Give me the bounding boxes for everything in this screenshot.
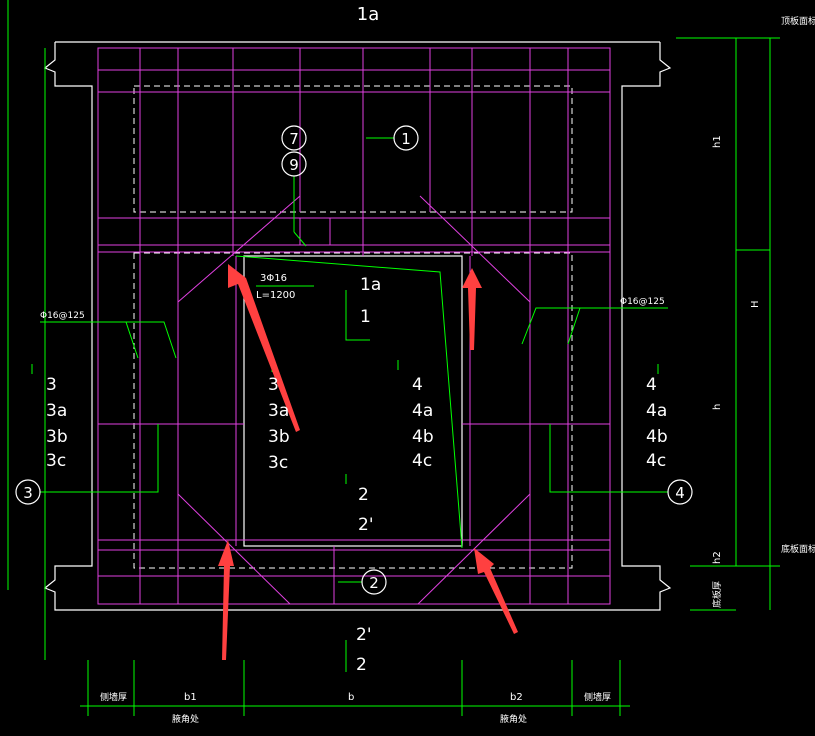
right-4: 4 (646, 375, 657, 395)
dim-wall-left: 侧墙厚 (100, 691, 127, 703)
dim-bottom-thick: 底板厚 (711, 581, 723, 608)
rebar-grid (97, 47, 611, 605)
center-1a: 1a (360, 275, 381, 295)
mid-right-4b: 4b (412, 427, 434, 447)
left-3: 3 (46, 375, 57, 395)
dim-haunch-right: 腋角处 (500, 713, 527, 725)
bar-L1200: L=1200 (256, 290, 295, 301)
dim-wall-right: 侧墙厚 (584, 691, 611, 703)
callout-1-text: 1 (401, 130, 411, 148)
callout-circles (15, 125, 693, 595)
mid-left-3a: 3a (268, 401, 289, 421)
mid-left-3b: 3b (268, 427, 290, 447)
callout-7-text: 7 (289, 130, 299, 148)
dim-H: H (750, 300, 761, 308)
mid-right-4: 4 (412, 375, 423, 395)
center-2p: 2' (358, 515, 374, 535)
top-title: 1a (357, 4, 379, 25)
right-4c: 4c (646, 451, 666, 471)
bottom-2p: 2' (356, 625, 372, 645)
right-4a: 4a (646, 401, 667, 421)
bar-right-spec: Φ16@125 (620, 297, 665, 307)
dim-b: b (348, 692, 354, 703)
center-2: 2 (358, 485, 369, 505)
mid-right-4a: 4a (412, 401, 433, 421)
right-4b: 4b (646, 427, 668, 447)
leader-lines (7, 0, 780, 716)
callout-9-text: 9 (289, 156, 299, 174)
mid-right-4c: 4c (412, 451, 432, 471)
dim-b1: b1 (184, 692, 197, 703)
callout-3-text: 3 (23, 484, 33, 502)
dim-h: h (712, 404, 723, 410)
left-3b: 3b (46, 427, 68, 447)
center-1: 1 (360, 307, 371, 327)
callout-2-text: 2 (369, 574, 379, 592)
mid-left-3c: 3c (268, 453, 288, 473)
bottom-2: 2 (356, 655, 367, 675)
red-arrows (218, 264, 518, 660)
dim-b2: b2 (510, 692, 523, 703)
bar-left-spec: Φ16@125 (40, 311, 85, 321)
callout-4-text: 4 (675, 484, 685, 502)
dim-right-bottom: 底板面标 (781, 543, 815, 555)
mid-left-3: 3 (268, 375, 279, 395)
dim-h1: h1 (712, 135, 723, 148)
left-3c: 3c (46, 451, 66, 471)
dashed-contours (133, 85, 573, 569)
concrete-outline (43, 41, 672, 611)
dim-haunch-left: 腋角处 (172, 713, 199, 725)
dim-h2: h2 (712, 551, 723, 564)
opening-outline (243, 255, 463, 547)
left-3a: 3a (46, 401, 67, 421)
bar-3phi16: 3Φ16 (260, 273, 287, 284)
dim-right-top: 顶板面标 (781, 15, 815, 27)
